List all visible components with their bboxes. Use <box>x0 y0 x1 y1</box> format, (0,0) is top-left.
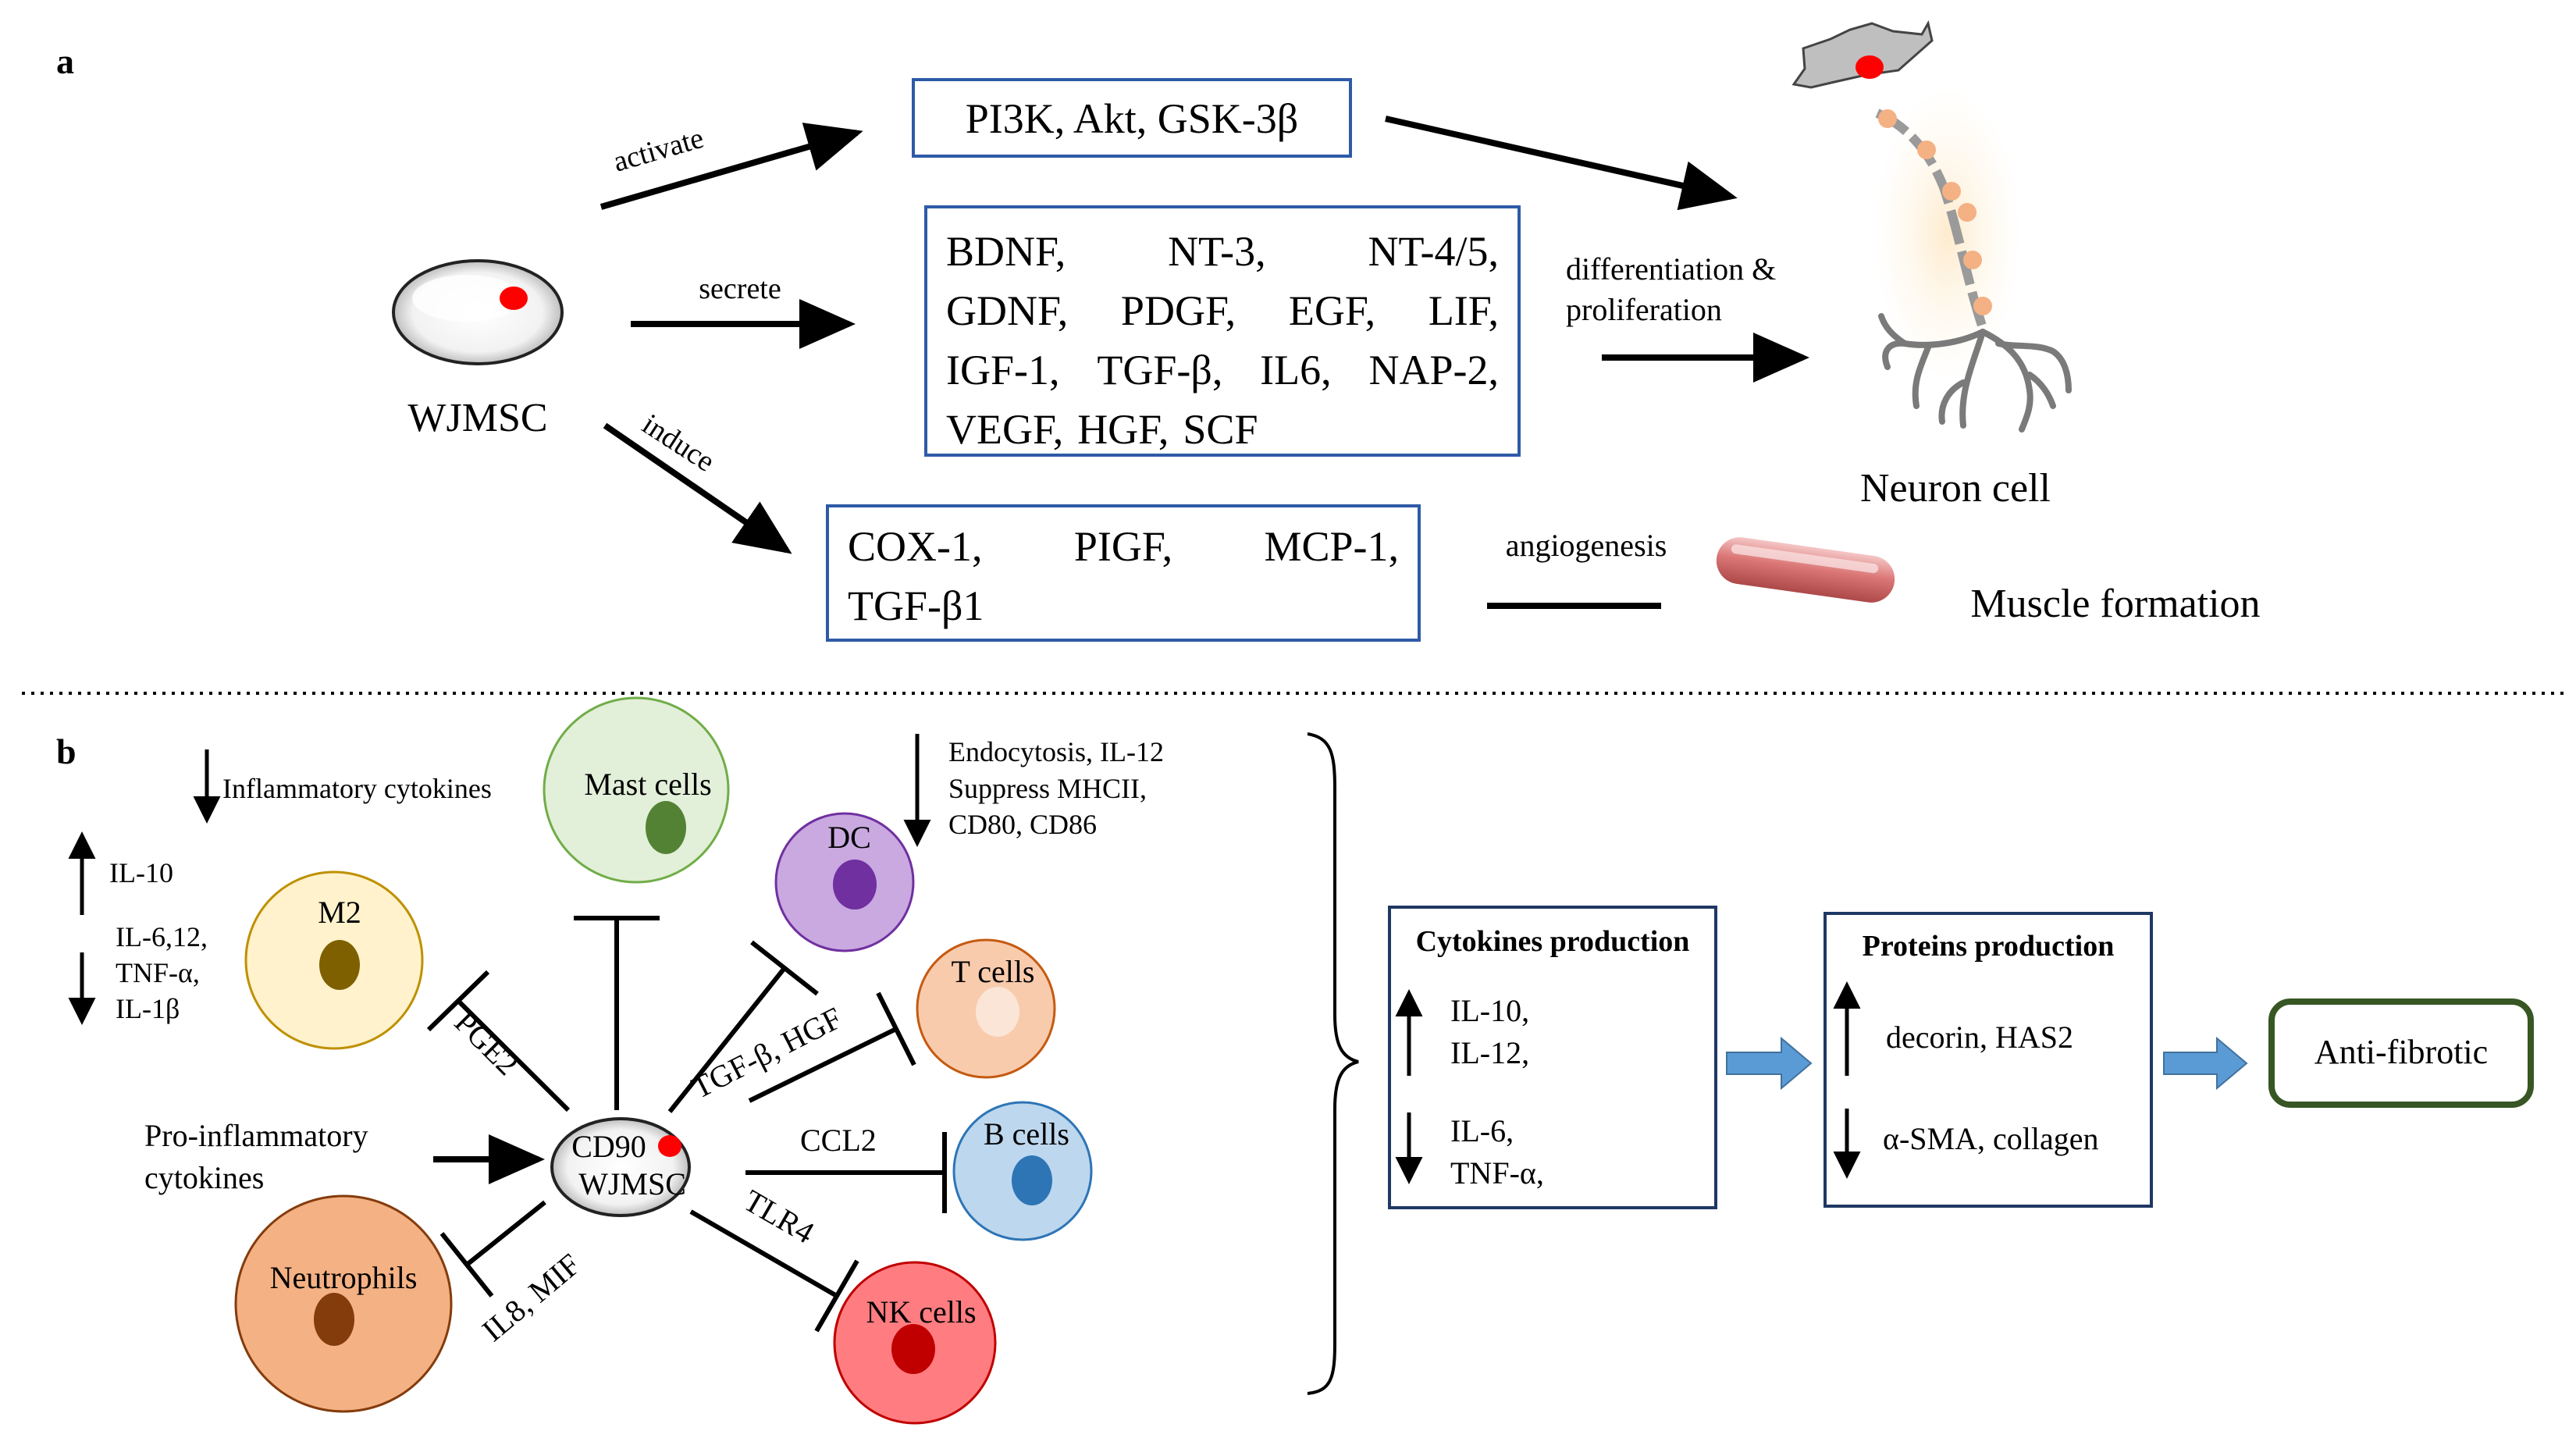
pge2-label: PGE2 <box>448 1005 525 1082</box>
proteins-up: decorin, HAS2 <box>1886 1020 2073 1055</box>
dc-cell-label: DC <box>827 820 871 855</box>
m2-down-note-3: IL-1β <box>116 993 180 1024</box>
differentiation-label-1: differentiation & <box>1566 251 1776 287</box>
factor-word: PIGF, <box>1074 523 1172 570</box>
factor-word: EGF, <box>1289 287 1375 334</box>
m2-up-note: IL-10 <box>109 857 173 888</box>
panel-a-label: a <box>56 41 74 81</box>
cytokines-up-1: IL-10, <box>1450 993 1529 1028</box>
signaling-to-neuron-arrow <box>1385 116 1738 211</box>
nk-cell: NK cells <box>833 1261 997 1425</box>
factor-word: BDNF, <box>946 228 1066 275</box>
block-arrow-icon <box>2163 1036 2248 1091</box>
panel-a: a WJMSC activate secrete induce PI3K, Ak… <box>56 20 2261 642</box>
dc-cell: DC <box>774 812 915 952</box>
il8-mif-label: IL8, MIF <box>475 1247 587 1348</box>
b-cell: B cells <box>952 1101 1093 1241</box>
cytokines-down-1: IL-6, <box>1450 1113 1514 1148</box>
tgf-hgf-label: TGF-β, HGF <box>686 1000 848 1105</box>
factor-word: COX-1, <box>848 523 983 570</box>
nucleus-icon <box>500 287 528 310</box>
factor-word: PDGF, <box>1121 287 1236 334</box>
m2-down-note-2: TNF-α, <box>116 957 200 988</box>
factor-word: IL6, <box>1260 347 1331 393</box>
wjmsc-label: WJMSC <box>407 396 547 440</box>
nk-cell-label: NK cells <box>866 1294 976 1330</box>
dc-note-1: Endocytosis, IL-12 <box>948 736 1164 767</box>
factor-word: TGF-β1 <box>848 582 984 629</box>
tlr4-label: TLR4 <box>738 1183 820 1251</box>
inhibition-lines <box>426 916 947 1333</box>
m2-cell-label: M2 <box>318 895 361 930</box>
proteins-down: α-SMA, collagen <box>1883 1121 2098 1156</box>
neutrophil-cell: Neutrophils <box>234 1194 453 1413</box>
signaling-box <box>912 78 1352 158</box>
factor-word: SCF <box>1183 406 1258 453</box>
dc-note-3: CD80, CD86 <box>948 809 1097 840</box>
angiogenesis-label: angiogenesis <box>1506 528 1667 563</box>
mast-cell: Mast cells <box>543 696 730 884</box>
factor-word: NT-4/5, <box>1368 228 1499 275</box>
factors-text: BDNF, NT-3, NT-4/5, GDNF, PDGF, EGF, LIF, IGF-1… <box>946 228 1499 453</box>
secrete-label: secrete <box>699 272 781 305</box>
ccl2-label: CCL2 <box>800 1123 877 1158</box>
muscle-fiber-icon <box>1716 537 1895 603</box>
m2-cell: M2 <box>244 870 424 1050</box>
muscle-label: Muscle formation <box>1970 582 2260 626</box>
factor-word: VEGF, <box>946 406 1063 453</box>
grouping-brace <box>1307 732 1359 1395</box>
cytokines-down-2: TNF-α, <box>1450 1155 1544 1191</box>
differentiation-label-2: proliferation <box>1566 292 1722 327</box>
anti-fibrotic-box <box>2268 998 2534 1108</box>
cytokines-title: Cytokines production <box>1416 925 1690 958</box>
factor-word: IGF-1, <box>946 347 1060 393</box>
neutrophil-cell-label: Neutrophils <box>270 1260 418 1295</box>
cd90-wjmsc-cell: CD90 WJMSC <box>550 1117 691 1217</box>
wjmsc-cell <box>392 259 564 365</box>
m2-down-note-1: IL-6,12, <box>116 921 208 952</box>
wjmsc-center-label: WJMSC <box>578 1166 686 1201</box>
input-label-2: cytokines <box>144 1160 264 1195</box>
factor-word: NT-3, <box>1168 228 1266 275</box>
nucleus-icon <box>658 1135 681 1157</box>
induce-label: induce <box>636 408 720 478</box>
panel-b: b Mast cells DC M2 T cells B cells <box>56 696 2534 1425</box>
anti-fibrotic-label: Anti-fibrotic <box>2314 1033 2488 1071</box>
t-cell: T cells <box>916 938 1056 1079</box>
input-label-1: Pro-inflammatory <box>144 1118 368 1153</box>
activate-arrow <box>600 123 863 210</box>
induce-arrow <box>603 422 792 554</box>
cytokines-production-box <box>1388 906 1717 1209</box>
factor-word: LIF, <box>1429 287 1499 334</box>
neuron-icon <box>1791 20 2072 433</box>
proteins-title: Proteins production <box>1863 930 2115 963</box>
cd90-label: CD90 <box>571 1129 646 1164</box>
mast-note: Inflammatory cytokines <box>222 773 492 804</box>
proteins-production-box <box>1823 912 2153 1208</box>
neuron-label: Neuron cell <box>1860 466 2051 511</box>
mast-cell-label: Mast cells <box>584 767 711 802</box>
block-arrow-icon <box>1726 1036 1813 1091</box>
factor-word: MCP-1, <box>1264 523 1399 570</box>
dc-note-2: Suppress MHCII, <box>948 773 1147 804</box>
factor-word: HGF, <box>1077 406 1169 453</box>
b-cell-label: B cells <box>984 1116 1069 1152</box>
angio-factors-box <box>826 504 1421 642</box>
activate-label: activate <box>610 122 707 179</box>
signaling-text: PI3K, Akt, GSK-3β <box>966 95 1299 142</box>
angio-factors-text: COX-1, PIGF, MCP-1, TGF-β1 <box>848 523 1399 629</box>
t-cell-label: T cells <box>951 954 1034 989</box>
factor-word: GDNF, <box>946 287 1068 334</box>
factor-word: TGF-β, <box>1097 347 1222 393</box>
factors-box <box>924 205 1521 457</box>
panel-b-label: b <box>56 732 76 771</box>
factor-word: NAP-2, <box>1368 347 1499 393</box>
cytokines-up-2: IL-12, <box>1450 1035 1529 1070</box>
